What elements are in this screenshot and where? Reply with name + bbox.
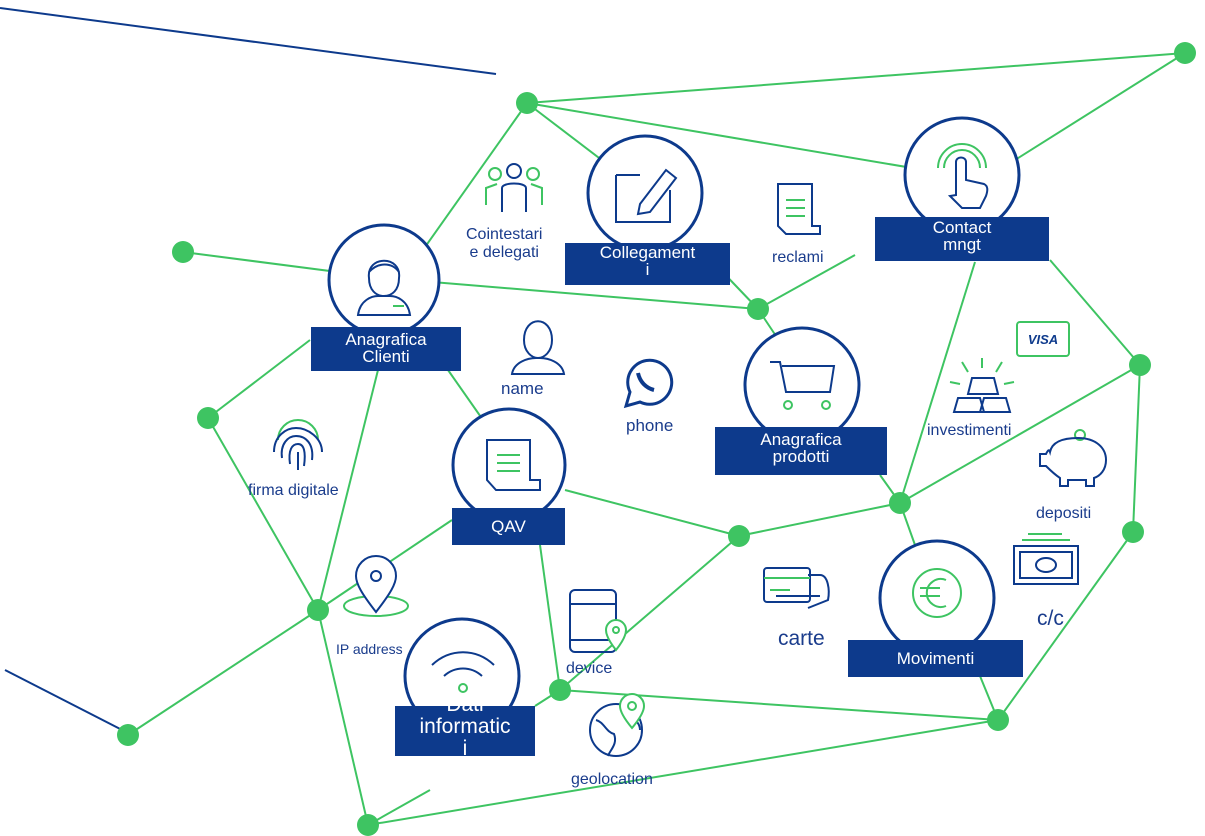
shopping-cart-icon: [770, 361, 836, 410]
hub-label-line: Anagrafica: [760, 430, 842, 449]
hub-circle-qav: [451, 407, 567, 523]
group-people-icon: [485, 163, 543, 212]
hub-label-line: Clienti: [362, 347, 410, 366]
hub-circle-collegamenti: [586, 134, 704, 252]
hub-label-collegamenti: Collegament i: [565, 243, 730, 285]
visa-text: VISA: [1028, 332, 1058, 347]
label-name: name: [501, 379, 544, 398]
node: [117, 724, 139, 746]
label-cointestari-line1: Cointestari: [466, 226, 543, 243]
euro-icon: [912, 568, 962, 618]
visa-card-icon: VISA: [1016, 321, 1070, 357]
globe-pin-icon: [589, 693, 646, 757]
hub-label-qav: QAV: [452, 508, 565, 545]
node: [728, 525, 750, 547]
network-edges: [127, 52, 1186, 826]
label-firma-digitale: firma digitale: [248, 482, 339, 499]
hub-label-line: i: [645, 260, 650, 279]
gold-bars-icon: [949, 358, 1015, 413]
document-icon: [486, 439, 541, 491]
label-depositi: depositi: [1036, 505, 1092, 522]
hub-label-line: Collegament: [599, 243, 696, 262]
hub-label-contact-mngt: Contact mngt: [875, 217, 1049, 261]
piggy-bank-icon: [1039, 429, 1108, 487]
node: [307, 599, 329, 621]
node: [889, 492, 911, 514]
node: [516, 92, 538, 114]
label-cointestari: Cointestari e delegati: [466, 226, 542, 262]
hub-circle-anagrafica-clienti: [327, 223, 441, 337]
hub-label-dati-informatici: Dati informatic i: [395, 706, 535, 756]
label-phone: phone: [626, 416, 674, 435]
edit-pen-icon: [615, 168, 678, 223]
hub-label-line: QAV: [491, 517, 526, 536]
label-geolocation: geolocation: [571, 771, 653, 788]
wifi-icon: [431, 651, 495, 693]
node: [1129, 354, 1151, 376]
hub-label-anagrafica-clienti: Anagrafica Clienti: [311, 327, 461, 371]
hub-label-line: Movimenti: [896, 649, 975, 668]
node: [1122, 521, 1144, 543]
node: [197, 407, 219, 429]
touch-hand-icon: [937, 143, 989, 209]
navy-line-bottom: [4, 669, 129, 734]
label-device: device: [566, 660, 613, 677]
hub-label-line: mngt: [943, 235, 981, 254]
hub-label-line: Dati: [395, 706, 535, 716]
label-carte: carte: [778, 627, 825, 650]
hub-label-line: Contact: [932, 218, 992, 237]
hub-circle-anagrafica-prodotti: [743, 326, 861, 444]
node: [987, 709, 1009, 731]
banknote-icon: [1013, 533, 1079, 585]
hub-label-line: prodotti: [772, 447, 830, 466]
hub-label-line: informatic: [419, 715, 511, 738]
label-ip-address: IP address: [336, 641, 403, 657]
network-nodes: [117, 42, 1196, 836]
label-reclami: reclami: [772, 249, 824, 266]
person-outline-icon: [510, 320, 566, 375]
hub-label-anagrafica-prodotti: Anagrafica prodotti: [715, 427, 887, 475]
receipt-icon: [777, 183, 821, 235]
hub-circle-movimenti: [878, 539, 996, 657]
whatsapp-icon: [623, 358, 674, 409]
node: [549, 679, 571, 701]
node: [172, 241, 194, 263]
navy-line-top: [0, 7, 497, 75]
label-investimenti: investimenti: [927, 422, 1012, 439]
node: [1174, 42, 1196, 64]
hub-label-line: i: [462, 737, 468, 757]
credit-cards-icon: [763, 567, 830, 609]
device-icon: [569, 589, 628, 653]
fingerprint-icon: [273, 419, 323, 470]
label-cc: c/c: [1037, 607, 1064, 630]
node: [357, 814, 379, 836]
woman-avatar-icon: [356, 259, 412, 316]
hub-label-line: Anagrafica: [345, 330, 427, 349]
node: [747, 298, 769, 320]
location-pin-icon: [343, 555, 409, 617]
hub-label-movimenti: Movimenti: [848, 640, 1023, 677]
label-cointestari-line2: e delegati: [469, 244, 539, 261]
